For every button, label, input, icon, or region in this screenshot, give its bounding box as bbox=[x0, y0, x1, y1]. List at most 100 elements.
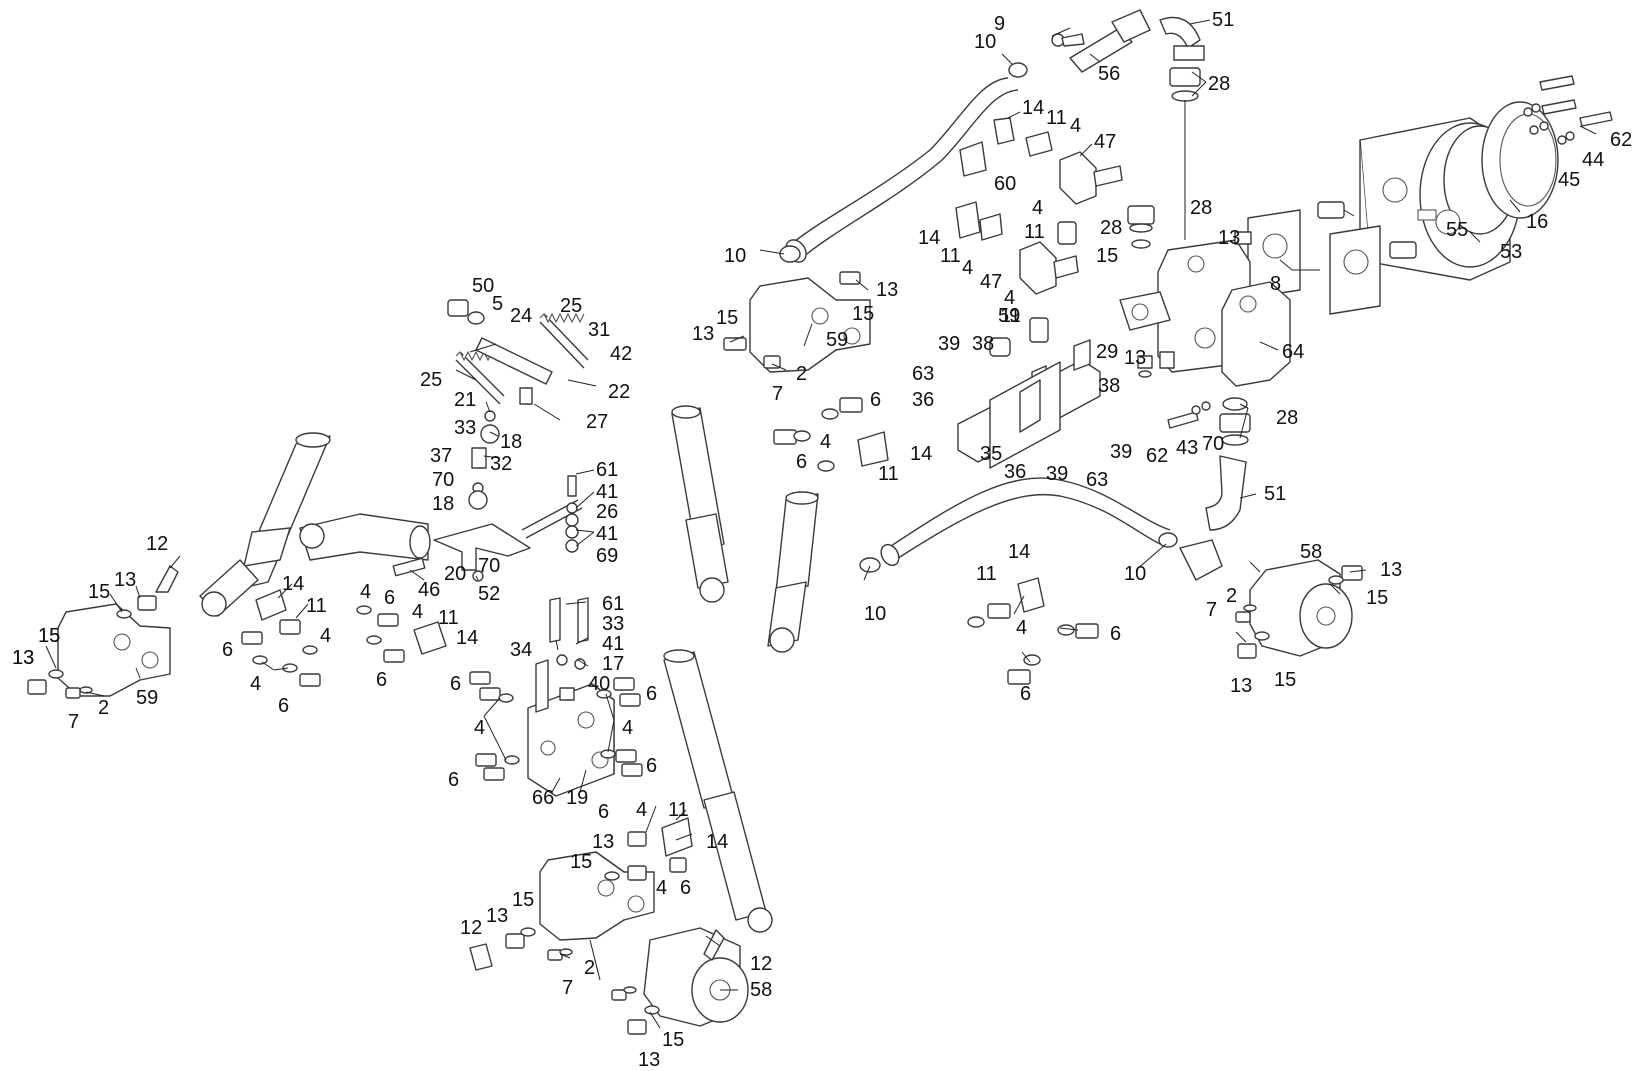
callout-5: 5 bbox=[492, 293, 503, 315]
callout-35: 35 bbox=[980, 443, 1002, 465]
callout-13e: 13 bbox=[1380, 559, 1402, 581]
callout-15j: 15 bbox=[512, 889, 534, 911]
callout-6f: 6 bbox=[1020, 683, 1031, 705]
lift-arm-left bbox=[199, 432, 331, 617]
callout-4g: 4 bbox=[1016, 617, 1027, 639]
callout-6d: 6 bbox=[1110, 623, 1121, 645]
callout-6c: 6 bbox=[384, 587, 395, 609]
callout-11e: 11 bbox=[878, 463, 899, 485]
spring-25-right bbox=[539, 312, 589, 369]
callout-6n: 6 bbox=[680, 877, 691, 899]
callout-15f: 15 bbox=[38, 625, 60, 647]
callout-18: 18 bbox=[500, 431, 522, 453]
callout-24: 24 bbox=[510, 305, 532, 327]
callout-6e: 6 bbox=[222, 639, 233, 661]
hose-clamp-lower-left bbox=[859, 557, 881, 573]
elbow-51-top bbox=[1159, 16, 1205, 61]
callout-14c: 14 bbox=[910, 443, 932, 465]
callout-63b: 63 bbox=[1086, 469, 1108, 491]
callout-4f: 4 bbox=[360, 581, 371, 603]
tee-14-upper bbox=[959, 117, 1015, 177]
bearing-flange-16 bbox=[1481, 101, 1559, 219]
callout-12c: 12 bbox=[750, 953, 772, 975]
callout-39: 39 bbox=[938, 333, 960, 355]
callout-38b: 38 bbox=[1098, 375, 1120, 397]
gear-pump-58-lower bbox=[643, 927, 749, 1027]
relief-valve-47-lower bbox=[1019, 241, 1079, 295]
lower-hose bbox=[880, 477, 1171, 567]
callout-7c: 7 bbox=[68, 711, 79, 733]
callout-6l: 6 bbox=[646, 755, 657, 777]
callout-15h: 15 bbox=[38, 625, 60, 647]
callout-20: 20 bbox=[444, 563, 466, 585]
callout-6b: 6 bbox=[796, 451, 807, 473]
fittings-mid-cluster bbox=[773, 397, 889, 472]
callout-4e: 4 bbox=[820, 431, 831, 453]
callout-66: 66 bbox=[532, 787, 554, 809]
callout-4d: 4 bbox=[1004, 287, 1015, 309]
callout-22: 22 bbox=[608, 381, 630, 403]
fitting-60 bbox=[1025, 131, 1053, 157]
callout-13j: 13 bbox=[592, 831, 614, 853]
callout-40: 40 bbox=[588, 673, 610, 695]
callout-56: 56 bbox=[1098, 63, 1120, 85]
callout-62: 62 bbox=[1610, 129, 1632, 151]
fitting-28-lower bbox=[1219, 397, 1251, 446]
callout-14f: 14 bbox=[456, 627, 478, 649]
callout-31: 31 bbox=[588, 319, 610, 341]
fittings-right-pump bbox=[1235, 565, 1363, 659]
cap-59-manifold bbox=[989, 337, 1011, 357]
callout-52: 52 bbox=[478, 583, 500, 605]
callout-45: 45 bbox=[1558, 169, 1580, 191]
callout-15e: 15 bbox=[1366, 587, 1388, 609]
bolts-44-62 bbox=[1523, 75, 1613, 145]
callout-42: 42 bbox=[610, 343, 632, 365]
callout-15d: 15 bbox=[88, 581, 110, 603]
callout-6g: 6 bbox=[450, 673, 461, 695]
cap-50 bbox=[447, 299, 485, 325]
callout-55: 55 bbox=[1446, 219, 1468, 241]
connector-56 bbox=[1069, 9, 1151, 73]
callout-11f: 11 bbox=[976, 563, 997, 585]
cylinder-long-lower bbox=[663, 649, 773, 933]
callout-2b: 2 bbox=[1226, 585, 1237, 607]
callout-28b: 28 bbox=[1190, 197, 1212, 219]
callout-4j: 4 bbox=[250, 673, 261, 695]
callout-4: 4 bbox=[1070, 115, 1081, 137]
callout-29: 29 bbox=[1096, 341, 1118, 363]
callout-10: 10 bbox=[974, 31, 996, 53]
lift-arm-center bbox=[299, 513, 431, 561]
callout-25b: 25 bbox=[420, 369, 442, 391]
callout-11g: 11 bbox=[306, 595, 327, 617]
callout-11b: 11 bbox=[940, 245, 961, 267]
callout-13: 13 bbox=[1218, 227, 1240, 249]
fitting-11-upper bbox=[1057, 221, 1077, 245]
callout-47: 47 bbox=[1094, 131, 1116, 153]
hose-clamp-upper-left bbox=[779, 245, 801, 263]
callout-25: 25 bbox=[560, 295, 582, 317]
callout-43: 43 bbox=[1176, 437, 1198, 459]
callout-14: 14 bbox=[1022, 97, 1044, 119]
callout-38: 38 bbox=[972, 333, 994, 355]
callout-4l: 4 bbox=[622, 717, 633, 739]
callout-13c: 13 bbox=[1124, 347, 1146, 369]
fittings-upper-pump bbox=[723, 271, 861, 369]
callout-14g: 14 bbox=[706, 831, 728, 853]
control-valve-66 bbox=[527, 659, 615, 797]
fitting-9 bbox=[1051, 33, 1085, 47]
gasket-8-right bbox=[1329, 225, 1381, 315]
hose-clamp-lower-right bbox=[1158, 532, 1178, 548]
callout-2: 2 bbox=[796, 363, 807, 385]
callout-12: 12 bbox=[146, 533, 168, 555]
callout-2c: 2 bbox=[98, 697, 109, 719]
callout-4k: 4 bbox=[474, 717, 485, 739]
fittings-lower-pumps bbox=[469, 865, 660, 1035]
callout-6m: 6 bbox=[598, 801, 609, 823]
callout-21: 21 bbox=[454, 389, 476, 411]
callout-15: 15 bbox=[1096, 245, 1118, 267]
callout-26: 26 bbox=[596, 501, 618, 523]
callout-39c: 39 bbox=[1110, 441, 1132, 463]
callout-28: 28 bbox=[1208, 73, 1230, 95]
callout-15g: 15 bbox=[1274, 669, 1296, 691]
callout-14b: 14 bbox=[918, 227, 940, 249]
